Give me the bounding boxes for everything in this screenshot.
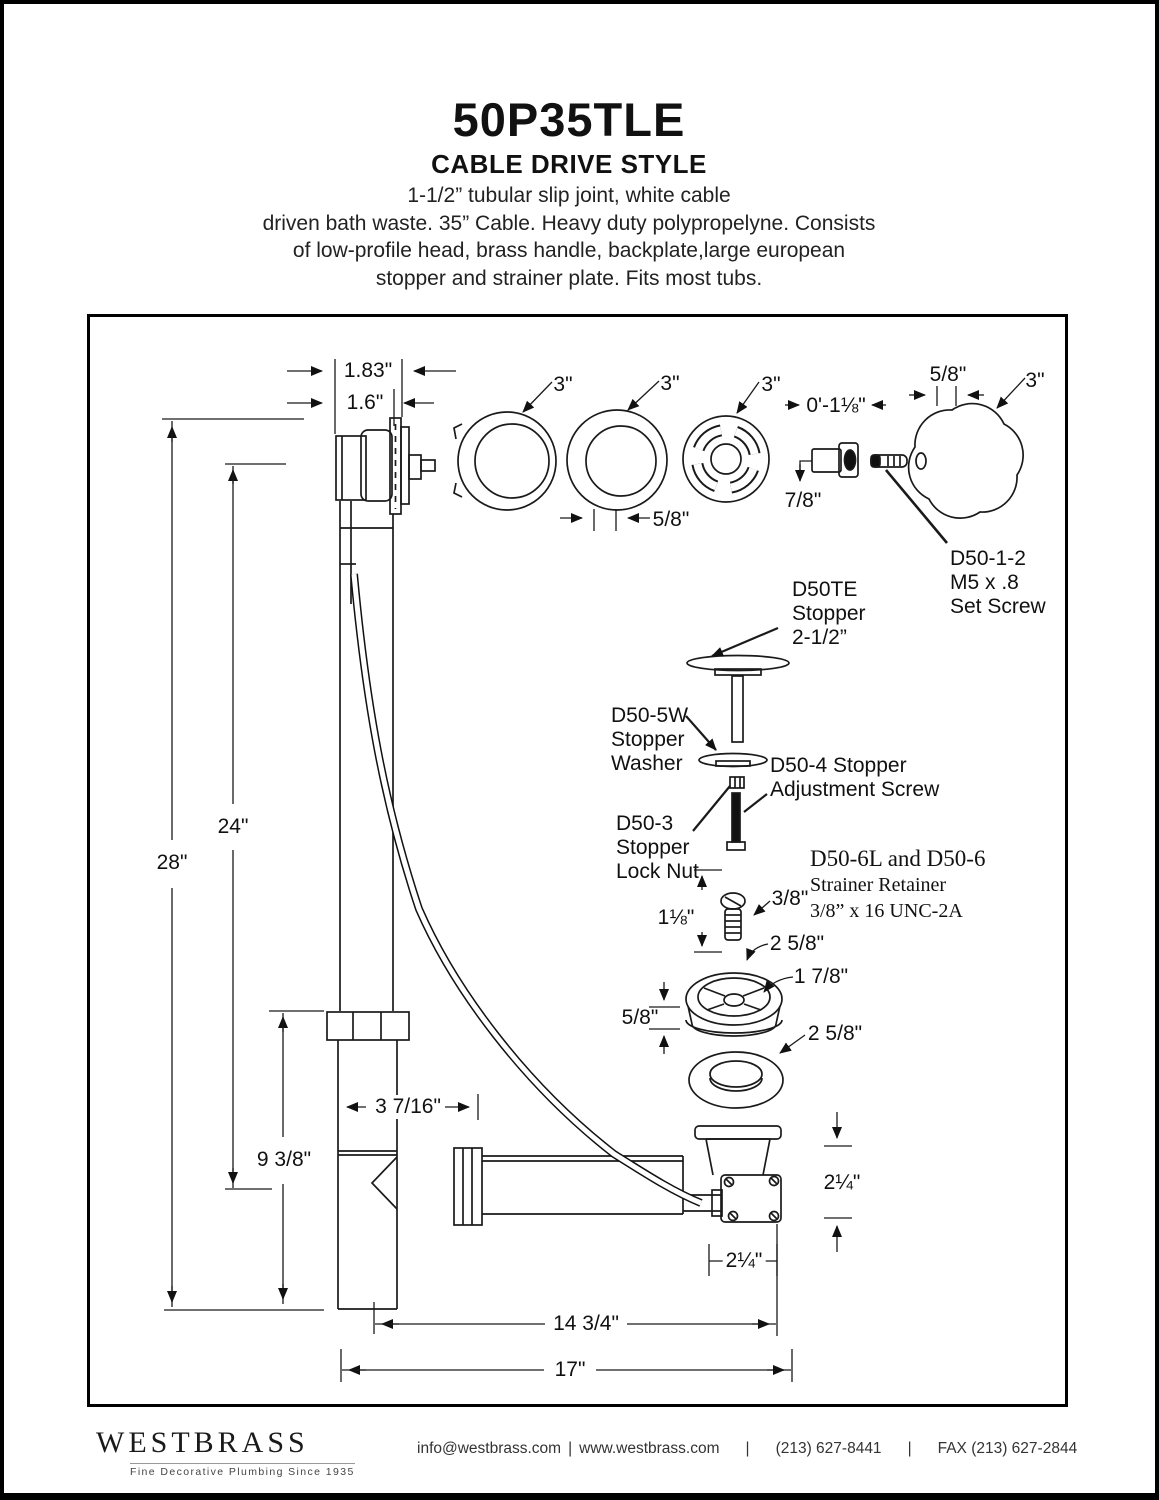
brand-tagline: Fine Decorative Plumbing Since 1935 — [130, 1463, 355, 1478]
dim-1-1-8: 1⅛" — [657, 906, 695, 929]
dimension-lines — [162, 359, 1026, 1382]
separator: | — [907, 1440, 912, 1457]
dim-1-6: 1.6" — [343, 391, 387, 415]
overflow-head — [335, 417, 436, 515]
drain-elbow — [694, 1125, 782, 1223]
dim-3in-ring1: 3" — [553, 373, 573, 396]
dim-2-5-8-upper: 2 5/8" — [769, 932, 825, 955]
dim-1-7-8: 1 7/8" — [793, 965, 849, 988]
dim-7-8: 7/8" — [784, 489, 822, 512]
dim-9-3-8: 9 3/8" — [253, 1148, 315, 1172]
header: 50P35TLE CABLE DRIVE STYLE — [4, 92, 1134, 180]
set-screw — [870, 454, 908, 468]
tee-body — [337, 1040, 398, 1310]
retainer-screw — [720, 892, 746, 941]
page-title: 50P35TLE — [452, 93, 686, 146]
page-subtitle: CABLE DRIVE STYLE — [431, 149, 707, 179]
dim-17: 17" — [551, 1358, 589, 1382]
brand-logo: WESTBRASS Fine Decorative Plumbing Since… — [96, 1426, 355, 1480]
dim-2-1-4-vertical: 2¼" — [823, 1171, 861, 1194]
faceplate-ring-2 — [566, 409, 668, 511]
dim-0-1-1-8: 0'-1⅛" — [803, 394, 869, 418]
slip-nut-overflow — [326, 1011, 410, 1041]
dim-3-7-16: 3 7/16" — [372, 1095, 444, 1119]
label-strainer-retainer: D50-6L and D50-6 Strainer Retainer 3/8” … — [810, 846, 986, 922]
technical-drawing — [162, 359, 1026, 1382]
cable-ferrule — [811, 442, 859, 478]
dim-2-5-8-lower: 2 5/8" — [807, 1022, 863, 1045]
label-lock-nut: D50-3 Stopper Lock Nut — [616, 812, 699, 883]
dim-5-8-knob: 5/8" — [929, 363, 967, 386]
product-description: 1-1/2” tubular slip joint, white cable d… — [262, 184, 876, 290]
rubber-washer — [688, 1051, 784, 1109]
dim-28: 28" — [153, 851, 191, 875]
contact-fax: FAX (213) 627-2844 — [937, 1440, 1078, 1457]
dim-2-1-4-horizontal: 2¼" — [722, 1249, 766, 1273]
waste-arm — [370, 1147, 723, 1226]
dim-3in-strainer: 3" — [761, 373, 781, 396]
label-set-screw: D50-1-2 M5 x .8 Set Screw — [950, 547, 1046, 618]
dim-3in-knob: 3" — [1025, 369, 1045, 392]
label-stopper-washer: D50-5W Stopper Washer — [611, 704, 689, 775]
separator: | — [568, 1440, 573, 1457]
dim-14-3-4: 14 3/4" — [550, 1312, 622, 1336]
overflow-tube — [339, 501, 394, 1011]
faceplate-ring-1 — [453, 411, 557, 511]
dim-3-8: 3/8" — [771, 887, 809, 910]
strainer-flange — [685, 972, 783, 1037]
trip-knob — [907, 402, 1024, 519]
drive-cable — [350, 573, 703, 1207]
brand-name: WESTBRASS — [96, 1426, 309, 1459]
dim-24: 24" — [214, 815, 252, 839]
strainer-plate — [682, 415, 770, 503]
drawing-border-box — [87, 314, 1068, 1407]
stopper-assembly — [686, 654, 790, 851]
contact-email: info@westbrass.com — [417, 1440, 562, 1457]
dim-5-8-flange: 5/8" — [621, 1006, 659, 1029]
dim-3in-ring2: 3" — [660, 372, 680, 395]
contact-website: www.westbrass.com — [579, 1440, 720, 1457]
footer-contact: info@westbrass.com | www.westbrass.com | (21… — [417, 1440, 1077, 1458]
separator: | — [745, 1440, 750, 1457]
label-adjustment-screw: D50-4 Stopper Adjustment Screw — [770, 754, 940, 801]
contact-phone: (213) 627-8441 — [775, 1440, 882, 1457]
dim-1-83: 1.83" — [340, 359, 396, 383]
label-stopper: D50TE Stopper 2-1/2” — [792, 578, 866, 649]
dim-5-8-rings: 5/8" — [652, 508, 690, 531]
